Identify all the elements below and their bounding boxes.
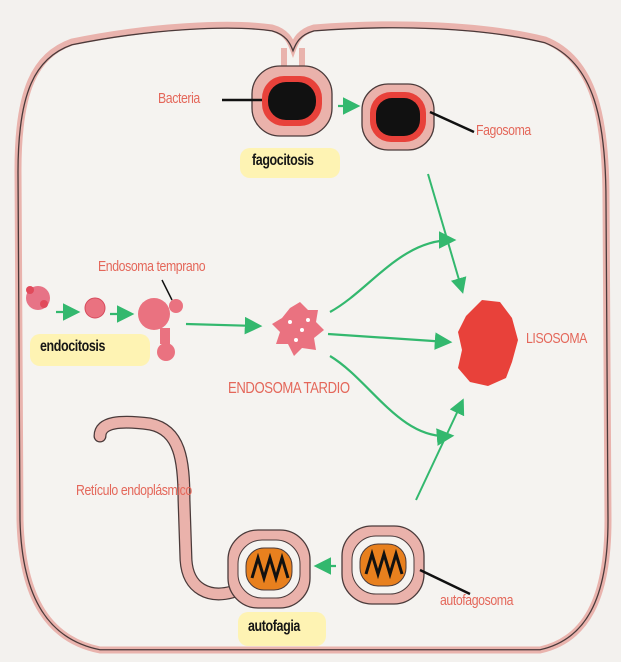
label-bacteria: Bacteria [158,90,200,107]
endocytic-pit-icon [26,286,50,310]
label-endocytosis: endocitosis [40,338,105,356]
label-late-endosome: ENDOSOMA TARDIO [228,380,350,398]
label-early-endosome: Endosoma temprano [98,258,205,275]
label-phagosome: Fagosoma [476,122,531,139]
label-phagocytosis: fagocitosis [252,152,314,170]
label-endoplasmic-reticulum: Retículo endoplásmico [76,482,192,499]
autophagosome-icon [342,526,424,604]
phagosome-icon [362,84,434,150]
label-autophagy: autofagia [248,618,300,636]
vesicle-icon [85,298,105,318]
mitochondrion-icon [228,530,310,608]
label-autophagosome: autofagosoma [440,592,513,609]
label-lysosome: LISOSOMA [526,330,587,347]
bacterium-icon [252,66,332,136]
